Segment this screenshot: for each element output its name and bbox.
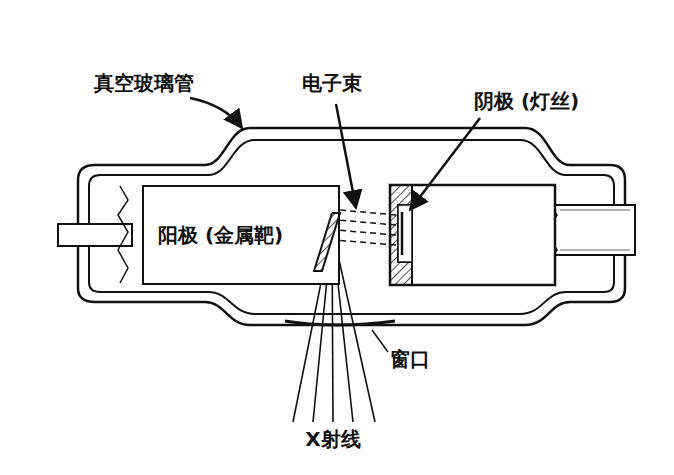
- cathode-block: [390, 185, 555, 285]
- anode-block: 阳极 (金属靶): [142, 185, 340, 285]
- beam-label: 电子束: [300, 70, 364, 97]
- glass-tube-outer: [78, 128, 625, 325]
- cathode-label: 阴极 (灯丝): [472, 88, 581, 115]
- tube-label: 真空玻璃管: [92, 70, 196, 97]
- filament: [398, 205, 412, 262]
- anode-stem: [58, 224, 132, 246]
- part-label: 阳极 (金属靶): [158, 222, 288, 249]
- xray-label: X射线: [303, 426, 362, 453]
- window: [285, 321, 395, 325]
- electron-beam: [334, 210, 396, 245]
- window-label: 窗口: [388, 346, 432, 373]
- metal-target: [312, 185, 342, 285]
- glass-tube-inner: [89, 140, 614, 314]
- cathode-stem: [545, 205, 635, 255]
- target-face: [314, 213, 340, 271]
